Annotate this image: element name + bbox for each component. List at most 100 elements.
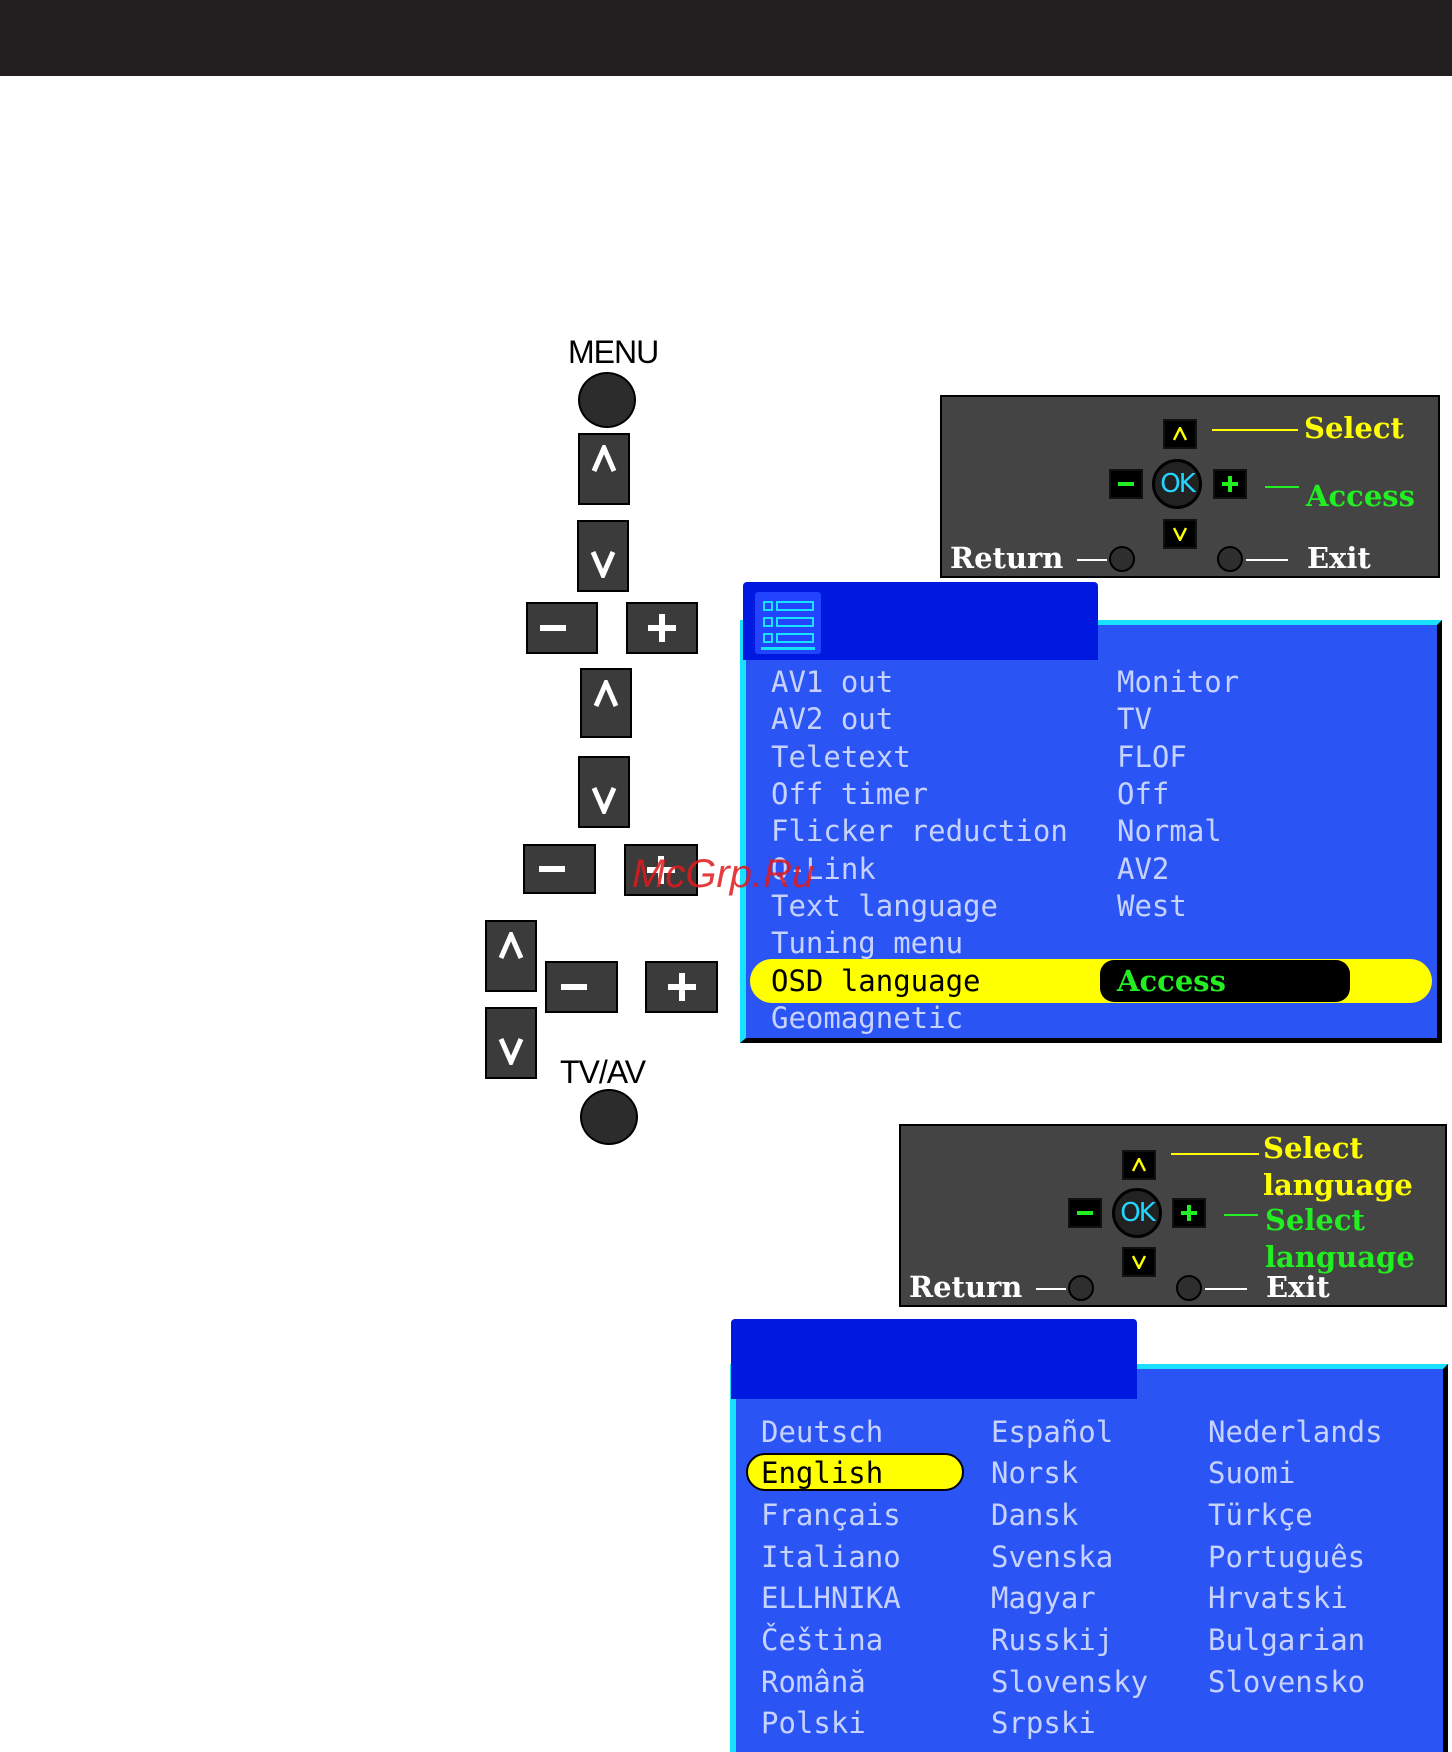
hint2-ok-key: OK [1112,1188,1162,1238]
hint2-select-2: Select [1265,1203,1365,1237]
minus-button-2[interactable] [523,844,596,894]
minus-icon [1118,482,1134,486]
language-norsk[interactable]: Norsk [991,1456,1079,1490]
minus-icon [1077,1211,1093,1215]
up-button-1[interactable] [578,433,630,505]
language-suomi[interactable]: Suomi [1208,1456,1296,1490]
hint2-return-dot [1068,1275,1094,1301]
menu-value-av2-out: TV [1117,702,1152,736]
header-bar [0,0,1452,76]
language-slovensko[interactable]: Slovensko [1208,1665,1366,1699]
language-polski[interactable]: Polski [761,1706,866,1740]
language-cestina[interactable]: Čeština [761,1623,884,1657]
minus-icon [540,625,566,631]
language-bulgarian[interactable]: Bulgarian [1208,1623,1366,1657]
plus-icon [1222,476,1238,492]
language-slovensky[interactable]: Slovensky [991,1665,1149,1699]
language-svenska[interactable]: Svenska [991,1540,1114,1574]
hint-minus-key [1109,469,1143,499]
menu-label-av1-out[interactable]: AV1 out [771,665,894,699]
language-deutsch[interactable]: Deutsch [761,1415,884,1449]
plus-button-1[interactable] [626,602,698,654]
menu-label-flicker-reduction[interactable]: Flicker reduction [771,814,1068,848]
minus-icon [561,984,587,990]
hint2-exit-dot [1176,1275,1202,1301]
hint2-up-key [1122,1150,1156,1180]
down-button-2[interactable] [578,756,630,828]
menu-value-q-link: AV2 [1117,852,1170,886]
up-button-3[interactable] [485,920,537,992]
chevron-down-icon [1173,527,1187,541]
language-russkij[interactable]: Russkij [991,1623,1114,1657]
language-srpski[interactable]: Srpski [991,1706,1096,1740]
minus-button-3[interactable] [545,961,618,1013]
english-highlight[interactable] [746,1453,964,1491]
chevron-up-icon [593,680,619,707]
tvav-label: TV/AV [560,1054,646,1090]
menu-label-geomagnetic[interactable]: Geomagnetic [771,1001,964,1035]
hint2-exit: Exit [1266,1270,1330,1304]
menu-value-text-language: West [1117,889,1187,923]
menu-label-teletext[interactable]: Teletext [771,740,911,774]
hint2-plus-key [1172,1198,1206,1228]
language-romana[interactable]: Română [761,1665,866,1699]
language-english[interactable]: English [761,1456,884,1490]
menu-label-off-timer[interactable]: Off timer [771,777,929,811]
language-italiano[interactable]: Italiano [761,1540,901,1574]
menu-label: MENU [568,334,659,370]
list-menu-icon [755,592,821,654]
menu-label-text-language[interactable]: Text language [771,889,998,923]
osd-language-value-box [1100,960,1350,1002]
tvav-button[interactable] [580,1089,638,1145]
plus-icon [667,973,696,1001]
language-ellhnika[interactable]: ELLHNIKA [761,1581,901,1615]
plus-icon [647,856,675,884]
hint2-select: Select [1263,1131,1363,1165]
hint-access: Access [1306,479,1415,513]
down-button-1[interactable] [577,520,629,592]
hint-plus-key [1213,469,1247,499]
chevron-up-icon [1173,427,1187,441]
language-espanol[interactable]: Español [991,1415,1114,1449]
language-portugues[interactable]: Português [1208,1540,1366,1574]
osd-language-menu-tab [731,1319,1137,1399]
plus-button-2[interactable] [624,844,698,896]
watermark: McGrp.Ru [632,852,815,896]
chevron-down-icon [1132,1255,1146,1269]
hint2-minus-key [1068,1198,1102,1228]
up-button-2[interactable] [580,668,632,738]
hint2-select-language: language [1263,1168,1413,1202]
menu-value-av1-out: Monitor [1117,665,1240,699]
language-nederlands[interactable]: Nederlands [1208,1415,1383,1449]
down-button-3[interactable] [485,1007,537,1079]
language-hrvatski[interactable]: Hrvatski [1208,1581,1348,1615]
hint2-select-language-2: language [1265,1240,1415,1274]
language-francais[interactable]: Français [761,1498,901,1532]
language-turkce[interactable]: Türkçe [1208,1498,1313,1532]
plus-button-3[interactable] [645,961,718,1013]
menu-value-teletext: FLOF [1117,740,1187,774]
minus-button-1[interactable] [526,602,598,654]
menu-label-osd-language[interactable]: OSD language [771,964,981,998]
hint-panel-2: Select language OK Select language Retur… [899,1124,1447,1307]
menu-label-tuning-menu[interactable]: Tuning menu [771,926,964,960]
menu-value-flicker-reduction: Normal [1117,814,1222,848]
chevron-down-icon [591,787,617,814]
hint-ok-key: OK [1152,459,1202,509]
hint-exit-dot [1217,546,1243,572]
menu-button[interactable] [578,372,636,428]
hint-return-dot [1109,546,1135,572]
chevron-up-icon [591,445,617,472]
plus-icon [1181,1205,1197,1221]
hint-up-key [1163,419,1197,449]
hint-exit: Exit [1307,541,1371,575]
hint-return: Return [950,541,1064,575]
chevron-up-icon [498,932,524,959]
language-magyar[interactable]: Magyar [991,1581,1096,1615]
hint2-return: Return [909,1270,1023,1304]
menu-label-av2-out[interactable]: AV2 out [771,702,894,736]
menu-value-off-timer: Off [1117,777,1170,811]
hint-panel-1: Select OK Access Return Exit [940,395,1440,578]
language-dansk[interactable]: Dansk [991,1498,1079,1532]
menu-label-q-link[interactable]: Q-Link [771,852,876,886]
